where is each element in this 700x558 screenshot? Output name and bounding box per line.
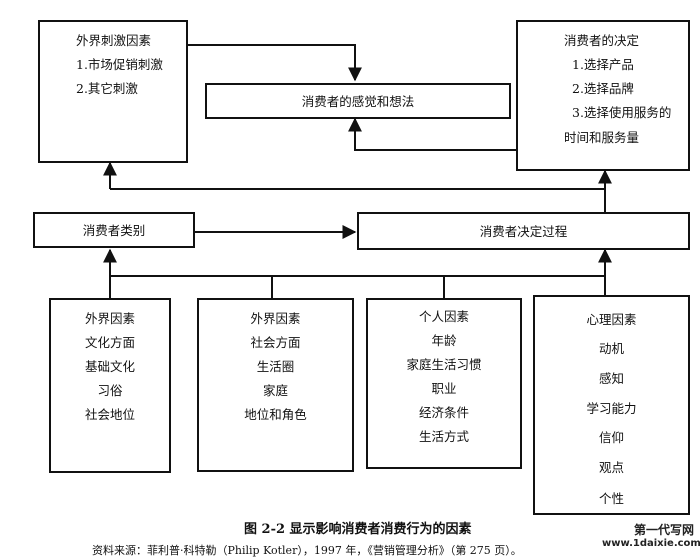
factor-item: 家庭: [262, 383, 288, 398]
factor-title: 外界因素: [84, 311, 135, 326]
factor-item: 动机: [598, 341, 624, 356]
decision-item-2: 2.选择品牌: [572, 81, 634, 96]
factor-item: 地位和角色: [244, 407, 307, 422]
factor-item: 观点: [598, 460, 624, 475]
factor-title: 心理因素: [586, 312, 637, 327]
factor-box-personal: 个人因素 年龄 家庭生活习惯 职业 经济条件 生活方式: [366, 298, 522, 469]
source-note: 资料来源：菲利普·科特勒（Philip Kotler），1997 年，《营销管理…: [92, 544, 522, 557]
factor-item: 基础文化: [84, 359, 135, 374]
factor-box-psychological: 心理因素 动机 感知 学习能力 信仰 观点 个性: [533, 295, 690, 515]
decision-process-label: 消费者决定过程: [479, 224, 568, 239]
external-stimuli-title: 外界刺激因素: [76, 33, 152, 48]
factor-item: 生活圈: [256, 359, 295, 374]
factor-item: 个性: [598, 491, 624, 506]
arrow-stimuli-to-perception: [188, 44, 362, 82]
consumer-category-box: 消费者类别: [33, 212, 195, 248]
factor-item: 家庭生活习惯: [406, 357, 482, 372]
factor-item: 社会方面: [250, 335, 301, 350]
factor-item: 社会地位: [84, 407, 135, 422]
decision-item-1: 1.选择产品: [572, 57, 634, 72]
factor-item: 年龄: [431, 333, 457, 348]
decision-process-box: 消费者决定过程: [357, 212, 690, 250]
decision-item-4: 时间和服务量: [564, 130, 640, 145]
arrow-decision-to-perception: [348, 117, 516, 151]
factor-title: 个人因素: [418, 309, 469, 324]
factor-box-external-culture: 外界因素 文化方面 基础文化 习俗 社会地位: [49, 298, 171, 473]
decision-title: 消费者的决定: [564, 33, 640, 48]
factor-item: 信仰: [598, 430, 624, 445]
watermark-title: 第一代写网: [634, 523, 695, 537]
external-stimuli-item-1: 1.市场促销刺激: [76, 57, 163, 72]
decision-item-3: 3.选择使用服务的: [572, 105, 672, 120]
factor-title: 外界因素: [250, 311, 301, 326]
consumer-category-label: 消费者类别: [82, 223, 146, 238]
external-stimuli-box: 外界刺激因素 1.市场促销刺激 2.其它刺激: [38, 20, 188, 163]
factor-item: 生活方式: [418, 429, 469, 444]
factor-item: 感知: [598, 371, 624, 386]
external-stimuli-item-2: 2.其它刺激: [76, 81, 138, 96]
figure-caption: 图 2-2 显示影响消费者消费行为的因素: [244, 522, 472, 537]
factor-item: 经济条件: [418, 405, 469, 420]
decision-box: 消费者的决定 1.选择产品 2.选择品牌 3.选择使用服务的 时间和服务量: [516, 20, 690, 171]
factor-item: 职业: [431, 381, 457, 396]
factor-item: 学习能力: [586, 401, 637, 416]
perception-label: 消费者的感觉和想法: [301, 94, 415, 109]
watermark-url: www.1daixie.com: [602, 538, 700, 549]
factor-item: 文化方面: [84, 335, 135, 350]
factor-box-external-social: 外界因素 社会方面 生活圈 家庭 地位和角色: [197, 298, 354, 472]
factor-item: 习俗: [97, 383, 123, 398]
perception-box: 消费者的感觉和想法: [205, 83, 511, 119]
